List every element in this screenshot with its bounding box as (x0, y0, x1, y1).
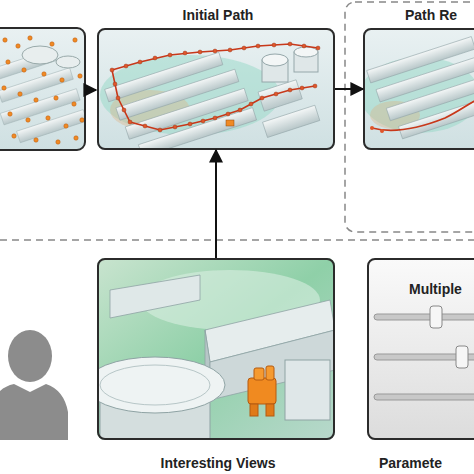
flow-arrow (335, 88, 363, 90)
panel: Initial Path (97, 28, 335, 150)
panel-title: Interesting Views (99, 454, 337, 472)
user-icon (0, 330, 68, 440)
panel-title: Paramete (379, 454, 474, 472)
panel: MultipleParamete (367, 258, 474, 440)
panel-frame (0, 28, 85, 150)
panel-title: Initial Path (99, 6, 337, 24)
panel: Path Re (363, 28, 474, 150)
flow-arrow (215, 150, 217, 258)
camera-figure (248, 366, 276, 416)
city-model (363, 28, 474, 150)
panel-title: Multiple (409, 280, 474, 298)
dashed-divider (0, 239, 474, 241)
panel-title: Path Re (405, 6, 474, 24)
panel: Interesting Views (97, 258, 335, 440)
city-model (97, 28, 335, 150)
flow-arrow (85, 89, 96, 91)
view-scene (97, 258, 335, 440)
city-map (0, 28, 85, 150)
